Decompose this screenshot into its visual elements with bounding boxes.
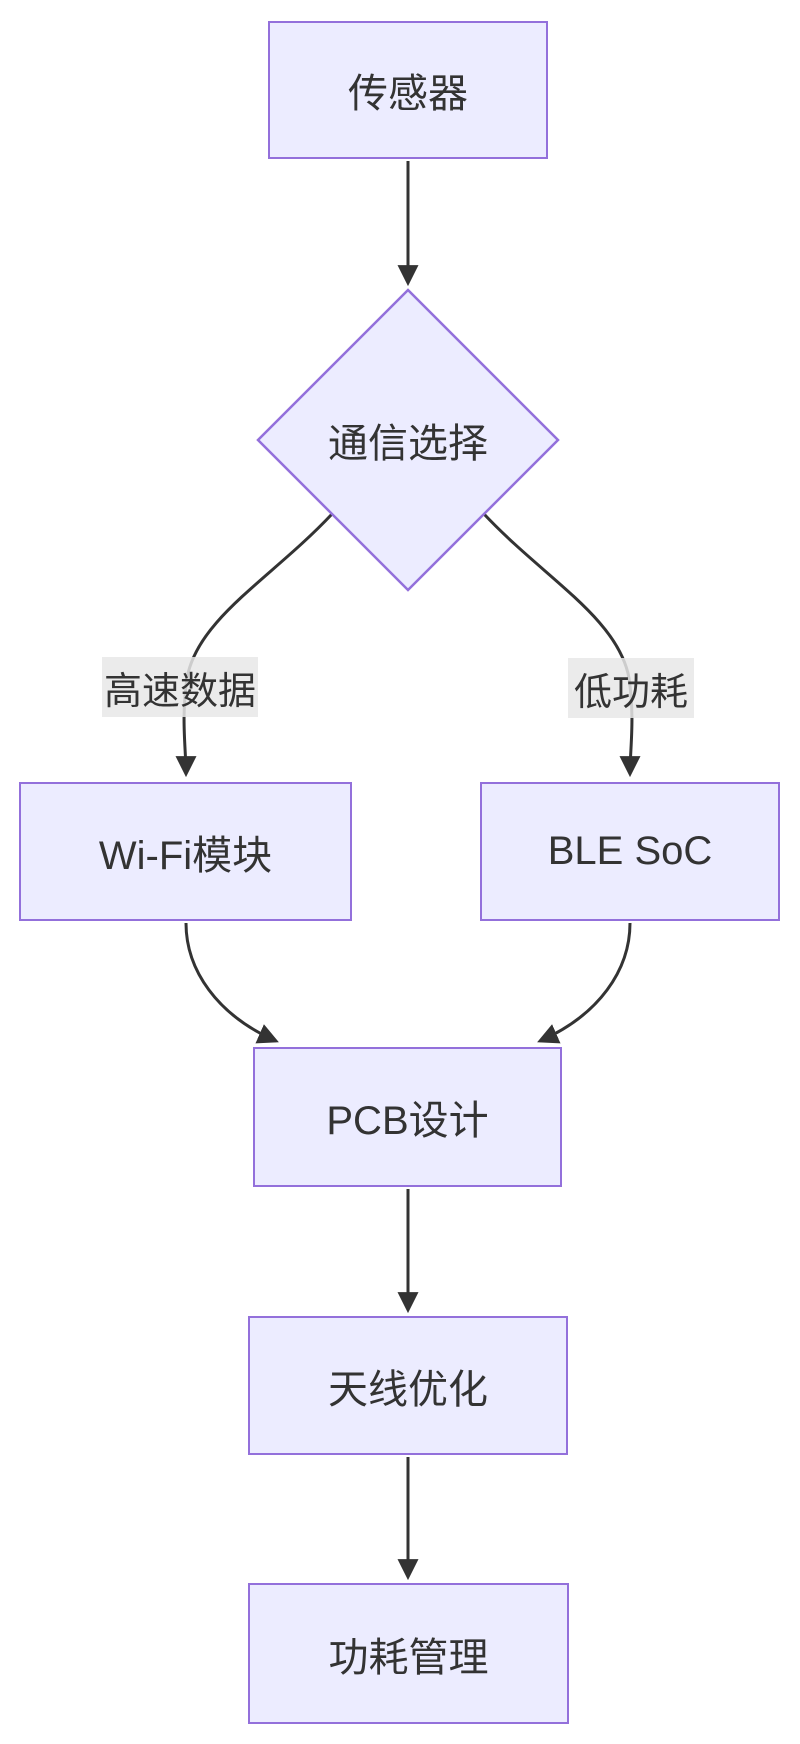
node-ble-soc[interactable]: BLE SoC: [480, 782, 780, 921]
node-decision-communication[interactable]: 通信选择: [256, 288, 560, 592]
node-antenna-optimization-label: 天线优化: [328, 1367, 488, 1412]
edge-label-low-power: 低功耗: [568, 658, 694, 718]
edge-ble-to-pcb: [537, 922, 632, 1044]
edge-decision-to-ble: [482, 512, 641, 778]
edge-label-high-speed-data-text: 高速数据: [103, 670, 256, 713]
node-sensor-label: 传感器: [348, 72, 468, 116]
node-pcb-design[interactable]: PCB设计: [253, 1047, 562, 1187]
node-decision-label: 通信选择: [328, 422, 488, 466]
node-wifi-module[interactable]: Wi-Fi模块: [19, 782, 352, 921]
edge-label-high-speed-data: 高速数据: [102, 657, 258, 717]
node-power-management[interactable]: 功耗管理: [248, 1583, 569, 1724]
node-wifi-module-label: Wi-Fi模块: [98, 833, 273, 878]
edge-decision-to-wifi: [175, 512, 334, 778]
diamond-shape: [256, 288, 560, 592]
edge-label-low-power-text: 低功耗: [573, 671, 688, 714]
node-pcb-design-label: PCB设计: [326, 1099, 489, 1143]
node-sensor[interactable]: 传感器: [268, 21, 548, 159]
node-power-management-label: 功耗管理: [328, 1635, 489, 1680]
node-antenna-optimization[interactable]: 天线优化: [248, 1316, 568, 1455]
node-ble-soc-label: BLE SoC: [547, 829, 713, 873]
edge-wifi-to-pcb: [184, 922, 279, 1044]
